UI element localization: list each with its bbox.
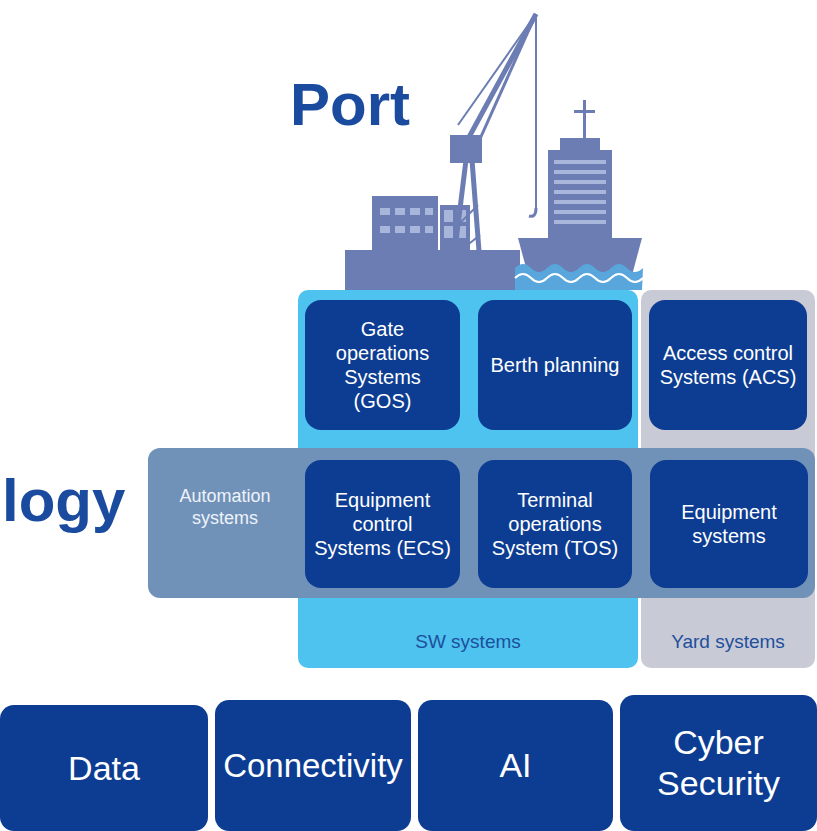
node-text: Equipment systems xyxy=(658,500,800,548)
node-text: AI xyxy=(426,745,605,786)
node-text: Connectivity xyxy=(223,746,403,786)
system-box: Berth planning xyxy=(478,300,632,430)
node-text: Data xyxy=(8,748,200,789)
node-text: Gate operations Systems (GOS) xyxy=(313,317,452,413)
node-text: Yard systems xyxy=(641,631,815,654)
system-box: Equipment systems xyxy=(650,460,808,588)
node-text: Terminal operations System (TOS) xyxy=(486,488,624,560)
node-text: Berth planning xyxy=(486,353,624,377)
system-box: Access control Systems (ACS) xyxy=(649,300,807,430)
building xyxy=(372,196,438,254)
foundation-box: Connectivity xyxy=(215,700,411,831)
node-text: Automation systems xyxy=(160,486,290,529)
automation-band: Automation systems Equipment control Syst… xyxy=(148,448,815,598)
foundation-box: Cyber Security xyxy=(620,695,817,831)
system-box: Gate operations Systems (GOS) xyxy=(305,300,460,430)
water xyxy=(515,264,643,290)
ship xyxy=(518,100,642,290)
node-text: Access control Systems (ACS) xyxy=(657,341,799,389)
node-text: Equipment control Systems (ECS) xyxy=(313,488,452,560)
foundation-box: Data xyxy=(0,705,208,831)
foundation-box: AI xyxy=(418,700,613,831)
quay xyxy=(345,250,520,290)
system-box: Equipment control Systems (ECS) xyxy=(305,460,460,588)
crane-cab xyxy=(450,135,482,163)
system-box: Terminal operations System (TOS) xyxy=(478,460,632,588)
node-text: Cyber Security xyxy=(628,722,809,804)
node-text: SW systems xyxy=(298,631,638,654)
section-label: logy xyxy=(2,466,125,535)
title: Port xyxy=(290,70,410,139)
